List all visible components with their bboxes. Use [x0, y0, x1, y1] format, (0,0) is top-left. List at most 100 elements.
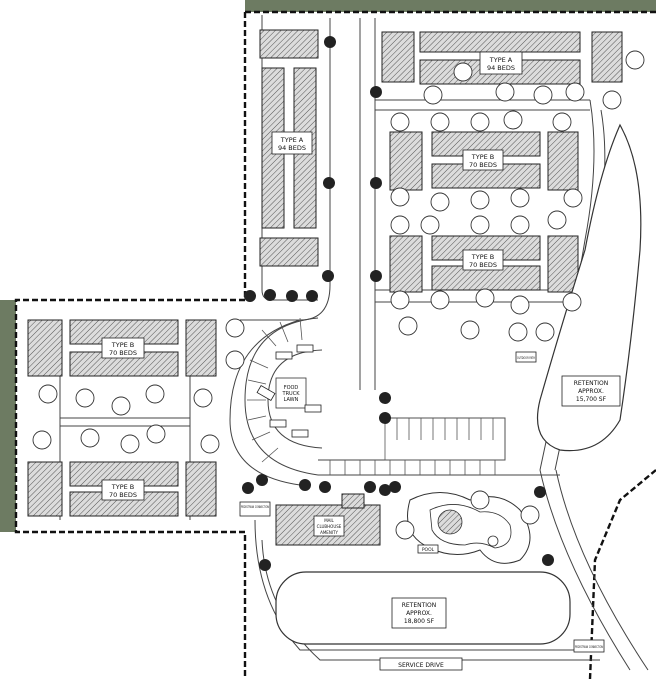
building-type-b-east-lower: TYPE B 70 BEDS — [389, 235, 579, 293]
tree — [510, 215, 530, 235]
tree — [430, 192, 450, 212]
tree — [32, 430, 52, 450]
retention-south-line3: 18,800 SF — [404, 618, 435, 625]
tree — [193, 388, 213, 408]
tree — [475, 288, 495, 308]
tree — [390, 112, 410, 132]
tree — [423, 85, 443, 105]
type-a-north-beds: 94 BEDS — [487, 64, 515, 72]
tree — [111, 396, 131, 416]
type-a-north-name: TYPE A — [489, 56, 513, 64]
shrub — [379, 484, 391, 496]
building-type-a-north: TYPE A 94 BEDS — [381, 31, 623, 85]
retention-east-line2: APPROX. — [578, 388, 604, 395]
clubhouse-line2: CLUBHOUSE — [317, 524, 342, 529]
food-truck-line3: LAWN — [284, 397, 299, 403]
service-drive-label: SERVICE DRIVE — [398, 662, 444, 669]
tree — [508, 322, 528, 342]
tree — [390, 215, 410, 235]
shrub — [264, 289, 276, 301]
shrub — [322, 270, 334, 282]
tree — [200, 434, 220, 454]
tree — [563, 188, 583, 208]
shrub — [534, 486, 546, 498]
parking-stalls-center — [329, 417, 506, 475]
shrub — [379, 392, 391, 404]
pedestrian-connection-se: PEDESTRIAN CONNECTION — [573, 639, 605, 653]
tree — [562, 292, 582, 312]
tree — [225, 318, 245, 338]
retention-east-line3: 15,700 SF — [576, 396, 607, 403]
shrub — [364, 481, 376, 493]
tree — [470, 112, 490, 132]
type-a-west-beds: 94 BEDS — [278, 144, 306, 152]
shrub — [542, 554, 554, 566]
type-b-west-lower-beds: 70 BEDS — [109, 491, 137, 499]
tree — [625, 50, 645, 70]
vegetation-west-strip — [0, 300, 16, 532]
tree — [120, 434, 140, 454]
type-b-west-upper-name: TYPE B — [111, 341, 135, 349]
shrub-group — [242, 36, 554, 571]
shrub — [379, 412, 391, 424]
tree — [547, 210, 567, 230]
pedestrian-connection-label: PEDESTRIAN CONNECTION — [241, 505, 269, 509]
tree — [565, 82, 585, 102]
building-type-b-west-upper: TYPE B 70 BEDS — [27, 319, 217, 377]
tree — [602, 90, 622, 110]
clubhouse-building: MAIL CLUBHOUSE AMENITY — [275, 493, 381, 546]
shrub — [323, 177, 335, 189]
retention-east: RETENTION APPROX. 15,700 SF — [536, 123, 642, 452]
outdoor-path: OUTDOOR PATH — [515, 351, 537, 363]
tree — [395, 520, 415, 540]
type-b-east-upper-beds: 70 BEDS — [469, 161, 497, 169]
tree — [430, 290, 450, 310]
retention-south-line2: APPROX. — [406, 610, 432, 617]
shrub — [324, 36, 336, 48]
tree — [80, 428, 100, 448]
tree — [510, 188, 530, 208]
pedestrian-connection-se-label: PEDESTRIAN CONNECTION — [575, 645, 603, 649]
tree — [470, 215, 490, 235]
tree — [398, 316, 418, 336]
type-a-west-name: TYPE A — [280, 136, 304, 144]
tree — [470, 190, 490, 210]
food-truck-line2: TRUCK — [282, 391, 301, 397]
shrub — [259, 559, 271, 571]
tree-group — [32, 50, 645, 540]
type-b-west-upper-beds: 70 BEDS — [109, 349, 137, 357]
tree — [75, 388, 95, 408]
tree — [470, 490, 490, 510]
vegetation-north-strip — [245, 0, 656, 12]
tree — [420, 215, 440, 235]
outdoor-path-label: OUTDOOR PATH — [517, 356, 535, 360]
pool-label: POOL — [422, 547, 435, 553]
retention-south: RETENTION APPROX. 18,800 SF — [275, 571, 571, 645]
clubhouse-line1: MAIL — [324, 518, 334, 523]
food-truck-line1: FOOD — [284, 385, 299, 391]
tree — [430, 112, 450, 132]
tree — [535, 322, 555, 342]
circular-parking — [244, 317, 323, 476]
pedestrian-connection-west: PEDESTRIAN CONNECTION — [239, 501, 271, 517]
tree — [453, 62, 473, 82]
shrub — [244, 290, 256, 302]
tree — [510, 295, 530, 315]
service-drive: SERVICE DRIVE — [379, 657, 463, 671]
type-b-east-upper-name: TYPE B — [471, 153, 495, 161]
tree — [390, 187, 410, 207]
tree — [145, 384, 165, 404]
tree — [495, 82, 515, 102]
food-truck-lawn: FOOD TRUCK LAWN — [256, 344, 322, 438]
shrub — [299, 479, 311, 491]
shrub — [242, 482, 254, 494]
tree — [552, 112, 572, 132]
building-type-a-west: TYPE A 94 BEDS — [259, 29, 319, 267]
tree — [520, 505, 540, 525]
shrub — [370, 177, 382, 189]
shrub — [286, 290, 298, 302]
tree — [503, 110, 523, 130]
tree — [460, 320, 480, 340]
type-b-west-lower-name: TYPE B — [111, 483, 135, 491]
